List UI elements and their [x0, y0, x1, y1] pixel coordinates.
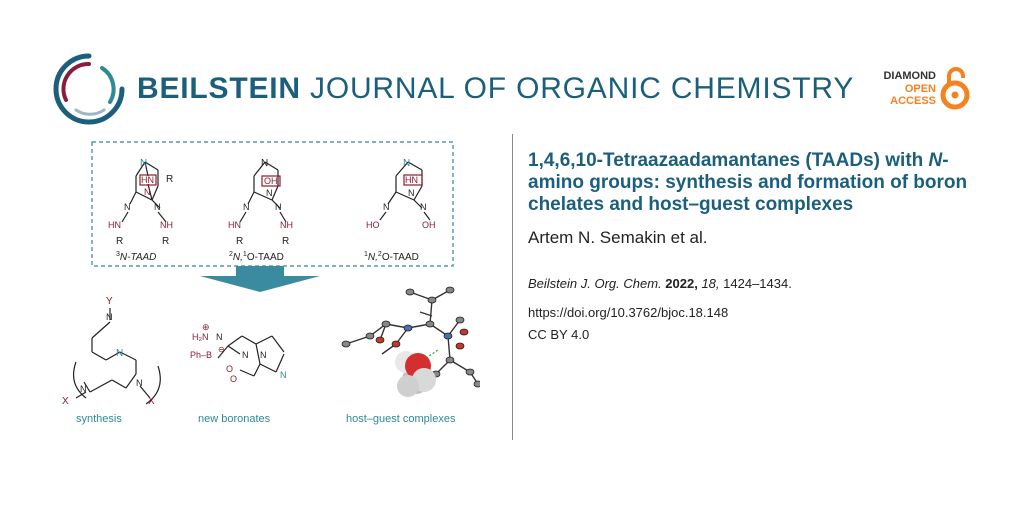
atom-hn: HN — [405, 175, 418, 185]
atom-r: R — [116, 236, 123, 247]
badge-line-3: ACCESS — [890, 95, 936, 107]
caption-synthesis: synthesis — [76, 413, 122, 425]
article-title: 1,4,6,10-Tetraazaadamantanes (TAADs) wit… — [528, 150, 968, 215]
journal-name-rest: JOURNAL OF ORGANIC CHEMISTRY — [310, 72, 855, 105]
badge-line-1: DIAMOND — [883, 70, 936, 82]
atom-n: N — [140, 158, 147, 169]
citation-year: 2022, — [665, 276, 698, 291]
atom-o: O — [226, 364, 233, 374]
article-authors: Artem N. Semakin et al. — [528, 228, 708, 247]
atom-r: R — [162, 236, 169, 247]
caption-host-guest-complexes: host–guest complexes — [346, 413, 456, 425]
atom-n: N — [136, 378, 143, 388]
atom-n: N — [408, 188, 415, 198]
host-guest-model — [341, 286, 480, 397]
atom-n: N — [144, 187, 151, 197]
atom-n: N — [243, 202, 250, 212]
journal-name-bold: BEILSTEIN — [137, 72, 301, 105]
atom-n: N — [420, 202, 427, 212]
atom-nh: NH — [280, 220, 293, 230]
atom-n: N — [280, 370, 287, 380]
column-divider — [512, 134, 513, 440]
atom-x: X — [62, 396, 69, 407]
atom-hn: HN — [228, 220, 241, 230]
down-arrow-icon — [200, 266, 320, 292]
structure-1n2o-taad — [379, 161, 431, 221]
doi-link[interactable]: https://doi.org/10.3762/bjoc.18.148 — [528, 305, 729, 320]
atom-r: R — [236, 236, 243, 247]
atom-hn: HN — [141, 175, 154, 185]
atom-nh: NH — [160, 220, 173, 230]
atom-oh: OH — [422, 220, 436, 230]
caption-new-boronates: new boronates — [198, 413, 271, 425]
atom-n: N — [383, 202, 390, 212]
atom-r: R — [166, 174, 173, 185]
atom-n: N — [80, 384, 87, 394]
atom-hn: HN — [108, 220, 121, 230]
atom-x: X — [148, 396, 155, 407]
atom-n: N — [124, 202, 131, 212]
atom-ho: HO — [366, 220, 380, 230]
atom-n: N — [403, 158, 410, 169]
structure-2n1o-taad — [239, 161, 287, 223]
atom-o: O — [230, 374, 237, 384]
structure-label-2: 2N,1O-TAAD — [229, 251, 284, 263]
diamond-open-access-badge: DIAMOND OPEN ACCESS — [858, 70, 936, 108]
atom-n: N — [260, 350, 267, 360]
journal-name: BEILSTEIN JOURNAL OF ORGANIC CHEMISTRY — [137, 72, 854, 106]
atom-y: Y — [106, 296, 113, 307]
atom-n: N — [116, 348, 123, 359]
structure-label-1: 3N-TAAD — [116, 251, 156, 263]
atom-n: N — [266, 188, 273, 198]
atom-n: N — [216, 332, 223, 342]
atom-minus: ⊖ — [218, 345, 225, 354]
article-citation: Beilstein J. Org. Chem. 2022, 18, 1424–1… — [528, 276, 792, 291]
journal-logo-icon — [53, 53, 125, 125]
citation-volume: 18, — [701, 276, 720, 291]
atom-ph-b: Ph–B — [190, 350, 212, 360]
license-text: CC BY 4.0 — [528, 327, 590, 342]
boronate-scheme — [217, 335, 285, 377]
open-access-lock-icon — [940, 67, 970, 110]
structure-label-3: 1N,2O-TAAD — [364, 251, 419, 263]
atom-n: N — [261, 158, 268, 169]
atom-plus: ⊕ — [202, 322, 210, 332]
atom-oh: OH — [264, 176, 278, 186]
structure-3n-taad — [121, 161, 167, 223]
atom-h2n: H₂N — [192, 332, 209, 342]
badge-line-2: OPEN — [904, 82, 936, 95]
graphical-abstract: N HN N R N N HN NH R R 3N-TAAD N OH N N … — [62, 141, 480, 425]
atom-n: N — [242, 350, 249, 360]
atom-n: N — [154, 202, 161, 212]
citation-pages: 1424–1434. — [723, 276, 792, 291]
synthesis-scheme — [73, 308, 161, 405]
atom-n: N — [106, 312, 113, 322]
atom-n: N — [275, 202, 282, 212]
citation-journal: Beilstein J. Org. Chem. — [528, 276, 662, 291]
atom-r: R — [282, 236, 289, 247]
